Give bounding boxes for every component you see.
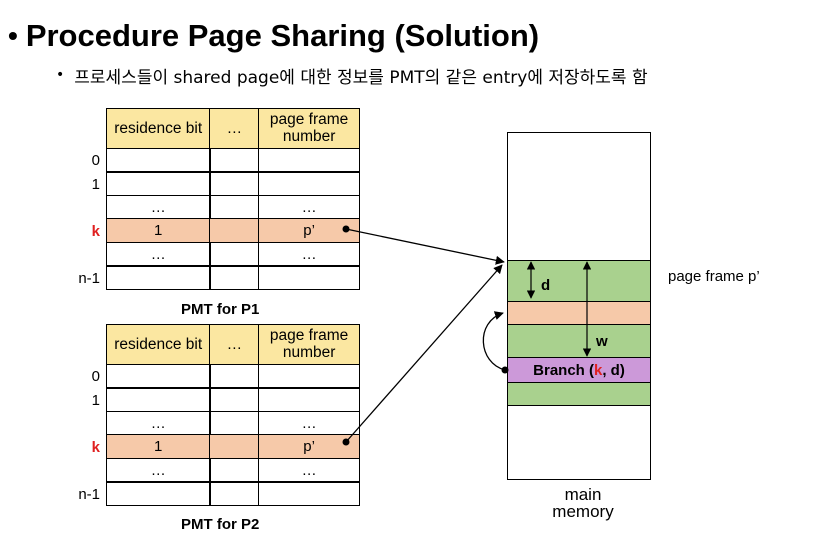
page-frame-segment	[508, 383, 650, 406]
branch-jump-arrow	[482, 311, 506, 371]
pointer-arrow-p2	[345, 264, 503, 443]
header-page-frame-number: page frame number	[258, 107, 361, 149]
row-index: 1	[91, 391, 100, 409]
row-index: 0	[91, 368, 100, 385]
branch-suffix: , d)	[602, 361, 625, 379]
page-frame-segment	[508, 325, 650, 357]
branch-instruction: Branch (k, d)	[508, 357, 650, 383]
pmt-header: residence bit … page frame number	[105, 323, 361, 366]
row-index: k	[91, 222, 100, 240]
pointer-dot-p2	[342, 438, 350, 446]
slide-title: • Procedure Page Sharing (Solution)	[8, 14, 539, 58]
row-index: n-1	[78, 269, 100, 287]
table-cell-residence: 1	[105, 434, 211, 459]
page-frame-segment	[508, 301, 650, 325]
table-cell-frame	[258, 265, 361, 290]
bullet-icon: •	[8, 20, 18, 51]
table-row: 1 p’	[105, 434, 361, 459]
pointer-dot-p1	[342, 225, 350, 233]
row-index: k	[91, 438, 100, 456]
pmt-p2-caption: PMT for P2	[181, 516, 260, 533]
branch-dot	[501, 366, 509, 374]
row-index: 1	[91, 175, 100, 193]
branch-k: k	[594, 361, 603, 379]
page-frame-top-border	[508, 260, 650, 261]
slide-subtitle: • 프로세스들이 shared page에 대한 정보를 PMT의 같은 ent…	[56, 62, 648, 88]
page-frame-bottom-border	[508, 405, 650, 406]
pmt-header: residence bit … page frame number	[105, 107, 361, 150]
offset-d-label: d	[541, 277, 551, 294]
pmt-p1-caption: PMT for P1	[181, 301, 260, 318]
header-residence-bit: residence bit	[105, 107, 211, 149]
pointer-arrow-p1	[345, 228, 505, 265]
offset-w-label: w	[596, 333, 608, 350]
table-row	[105, 265, 361, 290]
slide-subtitle-text: 프로세스들이 shared page에 대한 정보를 PMT의 같은 entry…	[74, 67, 648, 88]
table-cell-frame	[258, 481, 361, 506]
table-row	[105, 481, 361, 506]
page-frame-label: page frame p’	[668, 268, 760, 285]
header-page-frame-number: page frame number	[258, 323, 361, 365]
table-cell-frame: p’	[258, 434, 361, 459]
bullet-icon: •	[56, 67, 65, 83]
slide-title-text: Procedure Page Sharing (Solution)	[25, 18, 540, 53]
header-residence-bit: residence bit	[105, 323, 211, 365]
header-dots: …	[209, 107, 260, 149]
branch-prefix: Branch (	[533, 361, 594, 379]
row-index: 0	[91, 152, 100, 169]
row-index: n-1	[78, 485, 100, 503]
